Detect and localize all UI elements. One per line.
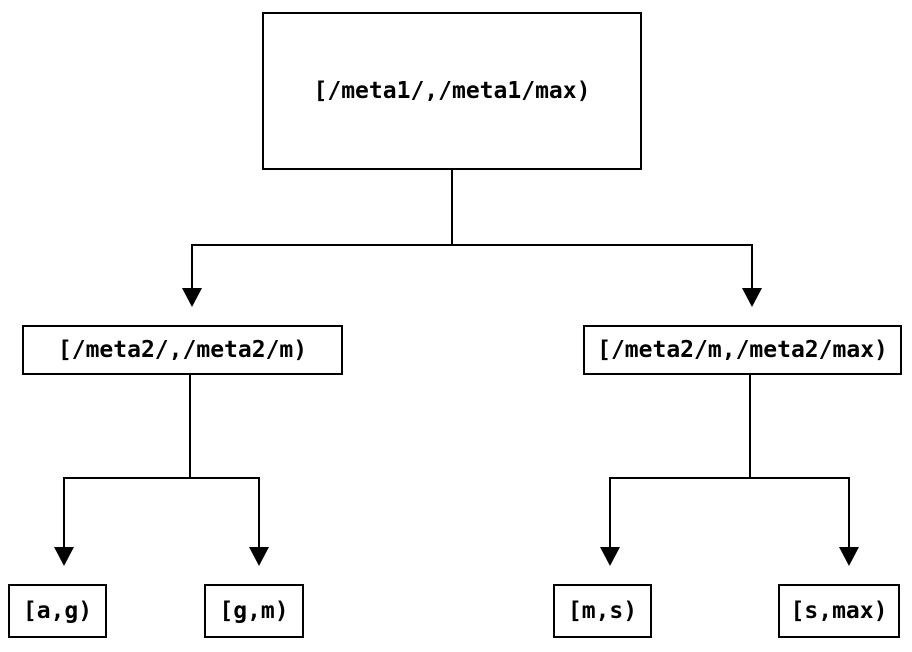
node-leaf-gm: [g,m) xyxy=(204,584,304,638)
arrowhead-to-leaf-ag xyxy=(54,547,74,566)
node-leaf-ag-label: [a,g) xyxy=(22,598,93,624)
node-leaf-ag: [a,g) xyxy=(8,584,107,638)
arrowhead-to-l2left xyxy=(182,288,202,307)
node-root-label: [/meta1/,/meta1/max) xyxy=(313,78,591,104)
node-root: [/meta1/,/meta1/max) xyxy=(262,12,642,170)
node-meta2-right-label: [/meta2/m,/meta2/max) xyxy=(597,337,888,363)
node-meta2-right: [/meta2/m,/meta2/max) xyxy=(583,325,902,375)
node-meta2-left: [/meta2/,/meta2/m) xyxy=(22,325,343,375)
arrowhead-to-leaf-gm xyxy=(249,547,269,566)
node-leaf-smax-label: [s,max) xyxy=(790,598,888,624)
arrowhead-to-leaf-ms xyxy=(600,547,620,566)
node-meta2-left-label: [/meta2/,/meta2/m) xyxy=(57,337,308,363)
arrowhead-to-leaf-smax xyxy=(839,547,859,566)
edge-l2left-to-children xyxy=(54,375,269,566)
node-leaf-gm-label: [g,m) xyxy=(219,598,289,624)
edge-l2right-to-children xyxy=(600,375,859,566)
edge-root-to-children xyxy=(182,170,762,307)
node-leaf-ms-label: [m,s) xyxy=(567,598,638,624)
node-leaf-smax: [s,max) xyxy=(778,584,900,638)
arrowhead-to-l2right xyxy=(742,288,762,307)
node-leaf-ms: [m,s) xyxy=(553,584,652,638)
